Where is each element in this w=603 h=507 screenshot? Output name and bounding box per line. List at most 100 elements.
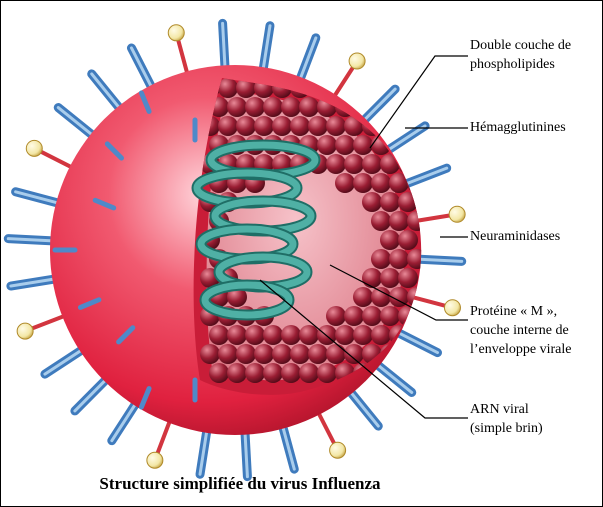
- m-protein-sphere: [335, 135, 355, 155]
- m-protein-sphere: [389, 173, 409, 193]
- m-protein-sphere: [371, 173, 391, 193]
- m-protein-sphere: [371, 325, 391, 345]
- m-protein-sphere: [281, 363, 301, 383]
- m-protein-sphere: [353, 287, 373, 307]
- m-protein-sphere: [380, 306, 400, 326]
- m-protein-sphere: [326, 344, 346, 364]
- m-protein-sphere: [344, 154, 364, 174]
- m-protein-sphere: [227, 97, 247, 117]
- m-protein-sphere: [290, 116, 310, 136]
- m-protein-sphere: [353, 135, 373, 155]
- m-protein-sphere: [407, 97, 422, 117]
- m-protein-sphere: [407, 249, 422, 269]
- m-protein-sphere: [362, 154, 382, 174]
- m-protein-sphere: [209, 363, 229, 383]
- m-protein-sphere: [371, 287, 391, 307]
- m-protein-sphere: [263, 97, 283, 117]
- m-protein-sphere: [299, 97, 319, 117]
- m-protein-sphere: [254, 116, 274, 136]
- m-protein-sphere: [218, 116, 238, 136]
- neuraminidase-head: [448, 205, 466, 223]
- m-protein-sphere: [371, 211, 391, 231]
- label-m-protein: Protéine « M », couche interne de l’enve…: [470, 304, 572, 357]
- m-protein-sphere: [236, 78, 256, 98]
- leader-m-protein: [329, 264, 468, 321]
- front-hemagglutinin: [77, 297, 102, 310]
- m-protein-sphere: [272, 116, 292, 136]
- label-neuraminidases: Neuraminidases: [470, 229, 561, 244]
- m-protein-sphere: [344, 78, 364, 98]
- m-protein-sphere: [263, 363, 283, 383]
- m-protein-sphere: [254, 344, 274, 364]
- neuraminidase-head: [146, 451, 164, 469]
- m-protein-sphere: [362, 192, 382, 212]
- neuraminidase-head: [167, 24, 185, 42]
- m-protein-sphere: [380, 192, 400, 212]
- m-protein-sphere: [317, 135, 337, 155]
- front-hemagglutinin: [104, 141, 124, 161]
- m-protein-sphere: [398, 154, 418, 174]
- leader-rna: [259, 279, 468, 419]
- m-protein-sphere: [326, 116, 346, 136]
- m-protein-sphere: [218, 344, 238, 364]
- leader-bilayer: [369, 55, 468, 149]
- m-protein-sphere: [317, 363, 337, 383]
- neuraminidase-head: [16, 322, 34, 340]
- m-protein-sphere: [353, 173, 373, 193]
- rna-coil-turn-highlight: [201, 281, 293, 319]
- m-protein-sphere: [362, 306, 382, 326]
- viral-rna-coil: [191, 139, 321, 321]
- m-protein-sphere: [326, 306, 346, 326]
- m-protein-sphere: [290, 344, 310, 364]
- m-protein-sphere: [380, 268, 400, 288]
- m-protein-sphere: [335, 325, 355, 345]
- m-protein-sphere: [245, 325, 265, 345]
- label-rna: ARN viral (simple brin): [470, 402, 543, 436]
- diagram-caption: Structure simplifiée du virus Influenza: [99, 474, 381, 493]
- m-protein-sphere: [227, 287, 247, 307]
- label-bilayer: Double couche de phospholipides: [470, 38, 572, 72]
- m-protein-sphere: [236, 116, 256, 136]
- m-protein-sphere: [335, 173, 355, 193]
- m-protein-sphere: [308, 344, 328, 364]
- m-protein-sphere: [263, 325, 283, 345]
- m-protein-sphere: [236, 344, 256, 364]
- m-protein-sphere: [245, 363, 265, 383]
- m-protein-sphere: [281, 325, 301, 345]
- front-hemagglutinin: [116, 325, 136, 345]
- m-protein-sphere: [389, 287, 409, 307]
- m-protein-sphere: [389, 211, 409, 231]
- neuraminidase-head: [443, 299, 461, 317]
- label-hemagglutinins: Hémagglutinines: [470, 120, 566, 135]
- m-protein-sphere: [353, 325, 373, 345]
- front-hemagglutinin: [138, 90, 152, 114]
- m-protein-sphere: [344, 306, 364, 326]
- m-protein-sphere: [326, 154, 346, 174]
- m-protein-sphere: [218, 78, 238, 98]
- m-protein-sphere: [407, 363, 422, 383]
- m-protein-sphere: [299, 325, 319, 345]
- neuraminidase-head: [348, 52, 366, 70]
- m-protein-sphere: [245, 97, 265, 117]
- m-protein-sphere: [227, 325, 247, 345]
- neuraminidase-head: [329, 441, 347, 459]
- m-protein-sphere: [299, 363, 319, 383]
- m-protein-sphere: [281, 97, 301, 117]
- m-protein-sphere: [398, 192, 418, 212]
- m-protein-sphere: [227, 363, 247, 383]
- neuraminidase-head: [25, 139, 43, 157]
- m-protein-sphere: [380, 154, 400, 174]
- m-protein-sphere: [209, 325, 229, 345]
- m-protein-sphere: [344, 344, 364, 364]
- m-protein-sphere: [371, 249, 391, 269]
- m-protein-sphere: [380, 230, 400, 250]
- m-protein-sphere: [407, 211, 422, 231]
- m-protein-sphere: [308, 116, 328, 136]
- m-protein-sphere: [362, 268, 382, 288]
- front-hemagglutinin: [92, 197, 117, 211]
- leader-lines: [259, 55, 468, 419]
- m-protein-sphere: [200, 344, 220, 364]
- m-protein-sphere: [272, 344, 292, 364]
- m-protein-sphere: [398, 268, 418, 288]
